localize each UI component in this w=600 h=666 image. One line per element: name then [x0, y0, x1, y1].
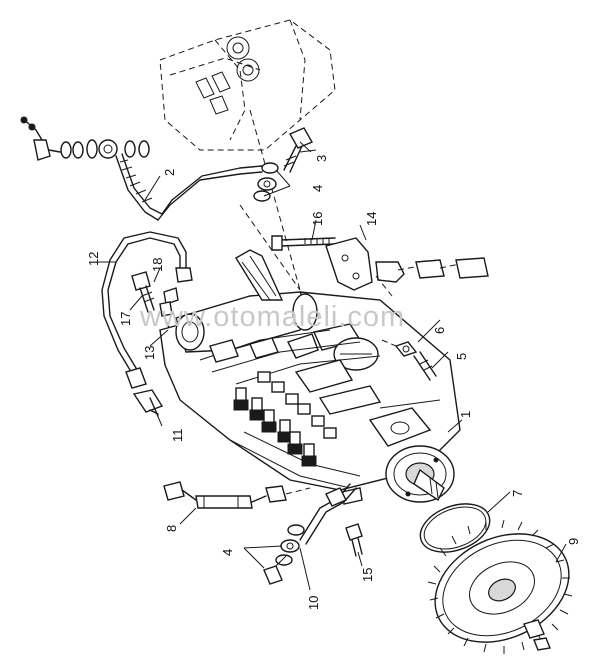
callout-6: 6	[432, 327, 447, 334]
callout-5: 5	[454, 353, 469, 360]
callout-9: 9	[566, 538, 581, 545]
mounting-bolt	[271, 235, 336, 251]
return-pipe	[101, 231, 193, 415]
callout-labels: 1 2 3 4 4 5 6 7 8 9 10 11 12 13 14 15 16…	[86, 155, 581, 610]
callout-4-upper: 4	[310, 185, 325, 192]
callout-12: 12	[86, 252, 101, 266]
throttle-bracket	[325, 237, 489, 297]
callout-10: 10	[306, 596, 321, 610]
callout-7: 7	[510, 490, 525, 497]
callout-2: 2	[162, 169, 177, 176]
drive-gear	[427, 519, 573, 654]
callout-11: 11	[170, 429, 185, 443]
leader-lines	[98, 141, 567, 591]
callout-13: 13	[142, 346, 157, 360]
callout-8: 8	[164, 525, 179, 532]
callout-15: 15	[360, 568, 375, 582]
stud-and-nut	[381, 339, 437, 381]
oil-return-pipe	[263, 483, 357, 585]
banjo-bolt	[283, 127, 317, 173]
o-ring	[419, 503, 491, 553]
callout-18: 18	[150, 258, 165, 272]
oil-feed-pipe	[20, 116, 279, 221]
delivery-valve-holders	[233, 371, 337, 467]
engine-block-outline	[159, 19, 336, 291]
watermark-text: www.otomaleli.com	[139, 301, 405, 333]
lube-pipe	[163, 481, 311, 509]
callout-17: 17	[118, 312, 133, 326]
callout-14: 14	[364, 212, 379, 226]
callout-3: 3	[314, 155, 329, 162]
callout-1: 1	[458, 411, 473, 418]
callout-16: 16	[310, 212, 325, 226]
pipe-bolt	[345, 523, 363, 557]
callout-4-lower: 4	[220, 549, 235, 556]
